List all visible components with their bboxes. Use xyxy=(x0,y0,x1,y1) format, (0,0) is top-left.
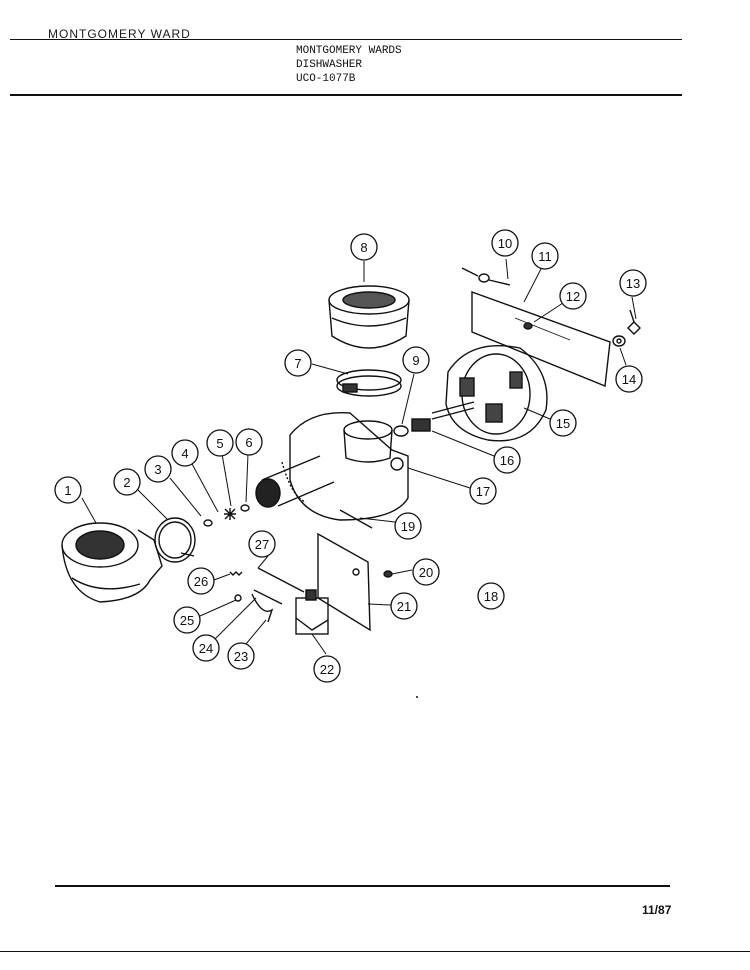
part-4-screw xyxy=(203,519,213,527)
callout-3: 3 xyxy=(144,455,172,483)
title-line-1: MONTGOMERY WARDS xyxy=(296,45,402,57)
callout-18: 18 xyxy=(477,582,505,610)
callout-23: 23 xyxy=(227,642,255,670)
header-rule-top xyxy=(10,39,682,40)
callout-22: 22 xyxy=(313,655,341,683)
callout-2: 2 xyxy=(113,468,141,496)
callout-15: 15 xyxy=(549,409,577,437)
callout-4: 4 xyxy=(171,439,199,467)
part-19-pipe xyxy=(339,509,373,529)
callout-label-8: 8 xyxy=(360,240,367,255)
callout-label-3: 3 xyxy=(154,462,161,477)
part-7-clamp xyxy=(336,369,402,397)
callout-7: 7 xyxy=(284,349,312,377)
callout-5: 5 xyxy=(206,429,234,457)
callout-label-9: 9 xyxy=(412,353,419,368)
callout-label-5: 5 xyxy=(216,436,223,451)
callout-24: 24 xyxy=(192,634,220,662)
title-line-2: DISHWASHER xyxy=(296,59,363,71)
callout-11: 11 xyxy=(531,242,559,270)
part-26-spring xyxy=(229,571,243,576)
callout-label-26: 26 xyxy=(194,574,208,589)
footer-rule-bottom xyxy=(0,951,750,952)
part-23-link xyxy=(251,593,274,623)
title-block: MONTGOMERY WARDS DISHWASHER UCO-1077B xyxy=(296,44,402,86)
callout-label-21: 21 xyxy=(397,599,411,614)
part-11-bracket xyxy=(471,291,611,387)
part-10-screw xyxy=(461,267,511,286)
callout-6: 6 xyxy=(235,428,263,456)
callout-label-4: 4 xyxy=(181,446,188,461)
callout-10: 10 xyxy=(491,229,519,257)
callout-26: 26 xyxy=(187,567,215,595)
callout-13: 13 xyxy=(619,269,647,297)
part-8-seal xyxy=(328,285,410,349)
callout-label-6: 6 xyxy=(245,435,252,450)
callout-label-19: 19 xyxy=(401,519,415,534)
callout-label-16: 16 xyxy=(500,453,514,468)
callout-label-27: 27 xyxy=(255,537,269,552)
callout-25: 25 xyxy=(173,606,201,634)
part-5-impeller xyxy=(224,508,236,520)
part-22-solenoid xyxy=(295,589,329,635)
part-13-screw xyxy=(627,309,641,335)
callout-label-18: 18 xyxy=(484,589,498,604)
callout-label-2: 2 xyxy=(123,475,130,490)
callout-label-10: 10 xyxy=(498,236,512,251)
callout-1: 1 xyxy=(54,476,82,504)
part-14-washer xyxy=(612,335,626,347)
callout-label-23: 23 xyxy=(234,649,248,664)
callout-label-1: 1 xyxy=(64,483,71,498)
speck-dot xyxy=(416,696,418,698)
part-16-seal xyxy=(411,418,431,432)
header-rule-bottom xyxy=(10,94,682,96)
footer-rule xyxy=(55,885,670,887)
part-6-washer xyxy=(240,504,250,512)
part-21-bracket xyxy=(317,532,371,632)
page-code: 11/87 xyxy=(642,903,672,917)
part-27-rod xyxy=(257,567,305,593)
part-2-ring xyxy=(154,517,196,563)
callout-14: 14 xyxy=(615,365,643,393)
title-line-3: UCO-1077B xyxy=(296,73,356,85)
callout-17: 17 xyxy=(469,477,497,505)
part-17-pump-housing xyxy=(255,411,409,521)
part-24-arm xyxy=(253,589,283,605)
part-9-oring xyxy=(393,425,409,437)
callout-label-24: 24 xyxy=(199,641,213,656)
callout-label-11: 11 xyxy=(538,249,552,264)
callout-8: 8 xyxy=(350,233,378,261)
callout-label-15: 15 xyxy=(556,416,570,431)
callout-label-17: 17 xyxy=(476,484,490,499)
callout-27: 27 xyxy=(248,530,276,558)
callout-19: 19 xyxy=(394,512,422,540)
callout-label-7: 7 xyxy=(294,356,301,371)
callout-label-20: 20 xyxy=(419,565,433,580)
callout-9: 9 xyxy=(402,346,430,374)
callout-label-14: 14 xyxy=(622,372,636,387)
part-25-nut xyxy=(234,594,242,602)
part-15-motor xyxy=(431,345,548,442)
leader-lines xyxy=(81,258,637,655)
callout-12: 12 xyxy=(559,282,587,310)
part-3-clamp xyxy=(180,552,195,557)
callout-16: 16 xyxy=(493,446,521,474)
part-1-housing xyxy=(61,522,163,603)
callout-label-25: 25 xyxy=(180,613,194,628)
callout-20: 20 xyxy=(412,558,440,586)
callout-label-22: 22 xyxy=(320,662,334,677)
part-12-screw xyxy=(523,322,533,330)
callout-21: 21 xyxy=(390,592,418,620)
part-20-screw xyxy=(383,570,393,578)
callout-label-13: 13 xyxy=(626,276,640,291)
brand-label: MONTGOMERY WARD xyxy=(48,27,191,41)
callout-label-12: 12 xyxy=(566,289,580,304)
